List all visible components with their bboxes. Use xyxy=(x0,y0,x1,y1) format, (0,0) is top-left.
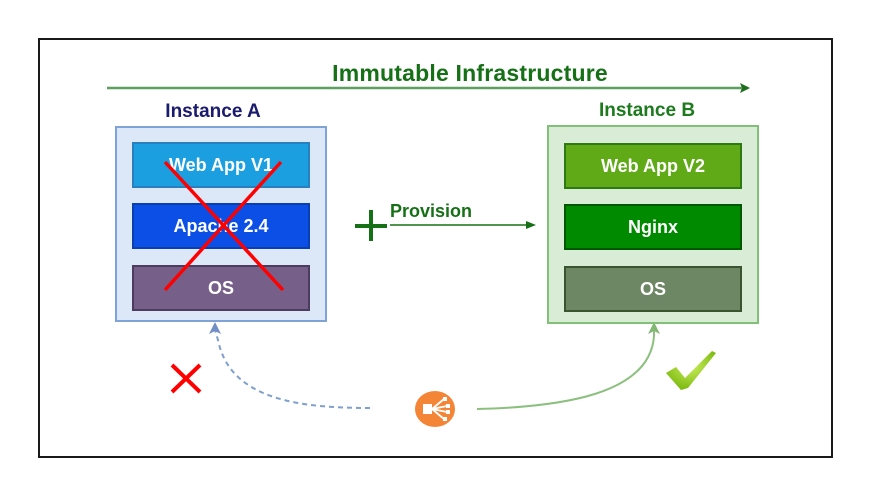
layer-label: Nginx xyxy=(627,216,678,237)
layer-label: Web App V2 xyxy=(600,155,705,176)
arrowhead-instance-a xyxy=(209,322,221,334)
dashed-link-to-instance-a xyxy=(214,329,371,409)
big-cross-icon xyxy=(163,160,285,292)
plus-icon xyxy=(355,210,387,241)
checkmark-icon xyxy=(666,351,716,390)
layer-label: Apache 2.4 xyxy=(173,215,269,236)
arrowhead-instance-b xyxy=(648,322,660,334)
layer-label: OS xyxy=(207,277,234,298)
solid-link-to-instance-b xyxy=(476,330,655,410)
layer-label: Web App V1 xyxy=(168,154,273,175)
instance-b-label: Instance B xyxy=(598,100,696,121)
layer-label: OS xyxy=(639,278,666,299)
instance-a-label: Instance A xyxy=(165,101,261,122)
provision-label: Provision xyxy=(390,201,473,221)
instance-b-layer-web-app: Web App V2 xyxy=(564,143,742,189)
instance-b-box: Web App V2 Nginx OS xyxy=(547,125,759,324)
load-balancer-icon xyxy=(415,391,455,427)
diagram-title: Immutable Infrastructure xyxy=(332,60,608,86)
cross-icon xyxy=(170,363,202,394)
instance-b-layer-os: OS xyxy=(564,266,742,312)
instance-b-layer-web-server: Nginx xyxy=(564,204,742,250)
